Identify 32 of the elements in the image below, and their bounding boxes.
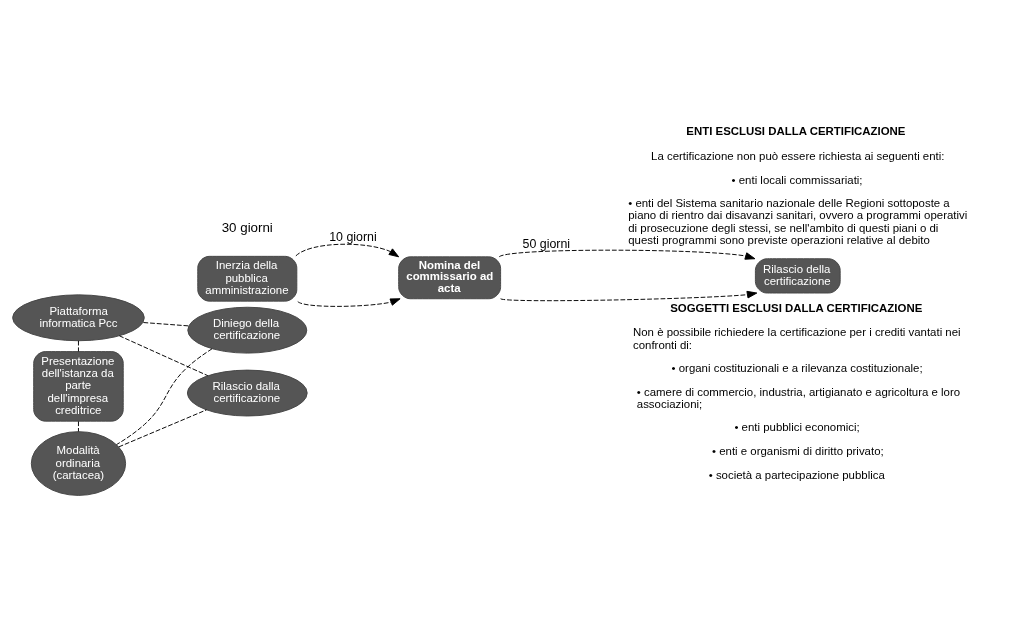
connector (78, 339, 79, 352)
label: • società a partecipazione pubblica (708, 468, 885, 481)
arrow (500, 290, 758, 301)
label: SOGGETTI ESCLUSI DALLA CERTIFICAZIONE (670, 301, 923, 314)
edge-label: 10 giorni (329, 229, 377, 244)
node-ellipse: Rilascio dalla certificazione (186, 369, 308, 416)
arrow (295, 243, 400, 257)
node-box: Nomina del commissario ad acta (398, 255, 502, 299)
node-ellipse: Piattaforma informatica Pcc (12, 293, 145, 341)
label: ENTI ESCLUSI DALLA CERTIFICAZIONE (686, 124, 906, 137)
node-box: Presentazione dell'istanza da parte dell'impresa creditrice (33, 350, 124, 422)
node-ellipse: Modalità ordinaria (cartacea) (30, 430, 127, 496)
label: • enti pubblici economici; (734, 420, 860, 433)
label: • camere di commercio, industria, artigianato e agricoltura e loro associazioni; (636, 385, 961, 410)
label: • enti e organismi di diritto privato; (712, 444, 884, 457)
label: • enti locali commissariati; (731, 173, 863, 186)
arrow (297, 297, 401, 307)
node-box: Inerzia della pubblica amministrazione (197, 255, 298, 302)
node-label: 30 giorni (221, 219, 273, 235)
edge-label: 50 giorni (522, 236, 571, 251)
label: Non è possibile richiedere la certificazione per i crediti vantati nei confronti di: (633, 325, 961, 351)
connector (116, 347, 213, 445)
connector (118, 408, 207, 447)
connector (118, 334, 209, 376)
label: • organi costituzionali e a rilevanza costituzionale; (671, 361, 923, 374)
arrow (498, 249, 756, 260)
label: La certificazione non può essere richiesta ai seguenti enti: (651, 149, 945, 162)
node-ellipse: Diniego della certificazione (187, 306, 308, 354)
node-box: Rilascio della certificazione (754, 257, 841, 293)
connector (143, 321, 190, 326)
connector (78, 420, 79, 432)
label: • enti del Sistema sanitario nazionale delle Regioni sottoposte a piano di rientro dai disavanzi sanitari, ovvero a programmi operativi di prosecuzione degli stessi, se nell'ambito di questi piani o di questi programmi sono previste operazioni relative al debito (628, 196, 968, 246)
